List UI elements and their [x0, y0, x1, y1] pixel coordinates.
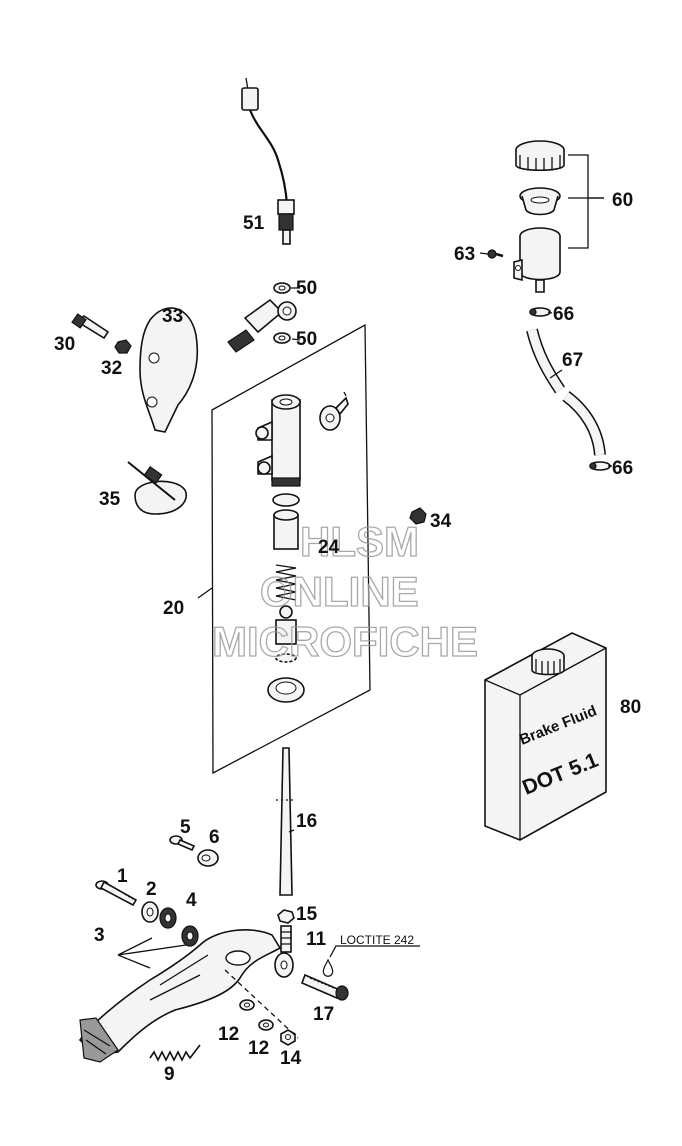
callout-33: 33	[162, 306, 183, 327]
screw-63	[487, 249, 504, 259]
callout-66-upper: 66	[553, 304, 574, 325]
brake-pedal	[78, 929, 282, 1063]
banjo-fitting	[227, 298, 297, 353]
bearing-4-right	[181, 925, 199, 947]
repair-kit-24	[267, 493, 305, 703]
spring-9	[149, 1044, 201, 1062]
reservoir-diaphragm	[519, 187, 561, 216]
master-cylinder-body	[255, 394, 301, 487]
reservoir	[513, 227, 561, 293]
callout-5: 5	[180, 817, 191, 838]
callout-6: 6	[209, 827, 220, 848]
axis-dashed	[224, 969, 299, 1039]
bolt-30	[71, 313, 110, 340]
callout-3: 3	[94, 925, 105, 946]
callout-12-right: 12	[248, 1038, 269, 1059]
watermark: HLSM ONLINE MICROFICHE	[211, 517, 478, 665]
loctite-drop	[322, 958, 334, 977]
protection-cover	[139, 307, 199, 433]
callout-50-upper: 50	[296, 278, 317, 299]
bush-6	[197, 849, 219, 867]
callout-30: 30	[54, 334, 75, 355]
callout-1: 1	[117, 866, 128, 887]
callout-50-lower: 50	[296, 329, 317, 350]
bracket-60	[568, 154, 604, 249]
callout-9: 9	[164, 1064, 175, 1085]
callout-2: 2	[146, 879, 157, 900]
callout-66-lower: 66	[612, 458, 633, 479]
washer-upper	[273, 282, 291, 294]
watermark-line1: HLSM	[300, 518, 419, 565]
hose	[526, 328, 606, 456]
callout-16: 16	[296, 811, 317, 832]
loctite-label: LOCTITE 242	[340, 933, 414, 947]
callout-4: 4	[186, 890, 197, 911]
callout-35: 35	[99, 489, 121, 510]
callout-24: 24	[318, 537, 340, 558]
callout-51: 51	[243, 213, 265, 234]
washer-12-upper	[239, 999, 255, 1011]
callout-20: 20	[163, 598, 184, 619]
nut-14	[280, 1029, 296, 1046]
washer-12-lower	[258, 1019, 274, 1031]
hose-clamp-upper	[529, 307, 551, 317]
cable-tie	[127, 461, 187, 515]
bolt-5	[169, 835, 196, 852]
callout-17: 17	[313, 1004, 334, 1025]
callout-80: 80	[620, 697, 641, 718]
callout-15: 15	[296, 904, 318, 925]
nut-32	[114, 339, 132, 354]
nut-34	[409, 507, 427, 525]
nut-15	[277, 909, 295, 924]
leader-lines	[117, 197, 612, 969]
callout-labels: 51 50 50 33 30 32 35 24 34 20 60 63 66 6…	[54, 190, 641, 1085]
washer-2	[141, 901, 159, 923]
callout-60: 60	[612, 190, 633, 211]
clevis-11	[274, 925, 294, 978]
callout-14: 14	[280, 1048, 302, 1069]
callout-12-left: 12	[218, 1024, 239, 1045]
brake-light-switch	[241, 77, 295, 245]
washer-lower	[273, 332, 291, 344]
elbow-fitting	[319, 391, 349, 431]
callout-34: 34	[430, 511, 452, 532]
bearing-4-left	[159, 907, 177, 929]
hose-clamp-lower	[589, 461, 611, 471]
callout-11: 11	[306, 929, 327, 950]
brake-fluid-bottle: Brake Fluid DOT 5.1	[484, 632, 607, 841]
loctite-leader	[329, 945, 420, 958]
watermark-line3: MICROFICHE	[212, 618, 478, 665]
group-box-20	[211, 323, 371, 775]
reservoir-cap	[515, 140, 565, 172]
callout-67: 67	[562, 350, 583, 371]
bolt-17	[300, 973, 349, 1001]
watermark-line2: ONLINE	[260, 568, 419, 615]
callout-63: 63	[454, 244, 475, 265]
push-rod	[276, 747, 296, 896]
callout-32: 32	[101, 358, 122, 379]
bolt-1	[95, 880, 138, 907]
